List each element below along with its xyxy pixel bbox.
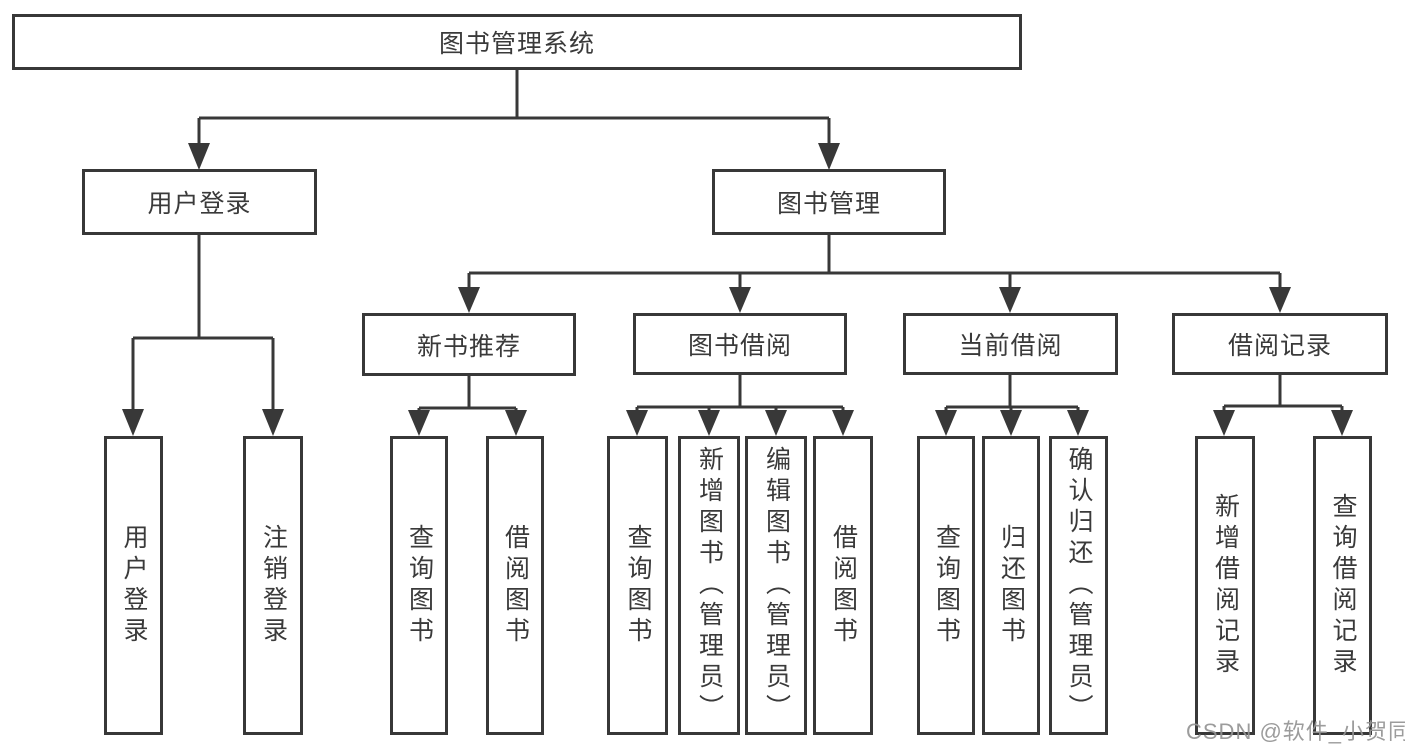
leaf-cb-query-books: 查询图书 xyxy=(917,436,975,735)
leaf-bb-borrow-books: 借阅图书 xyxy=(813,436,873,735)
leaf-nb-query-books-label: 查询图书 xyxy=(405,523,434,648)
leaf-bb-add-books-admin: 新增图书（管理员） xyxy=(678,436,740,735)
leaf-br-add-record-label: 新增借阅记录 xyxy=(1211,492,1240,679)
leaf-bb-borrow-books-label: 借阅图书 xyxy=(829,523,858,648)
leaf-br-query-record: 查询借阅记录 xyxy=(1313,436,1372,735)
connector-current-borrowing-to-leaves xyxy=(935,375,1089,436)
node-current-borrowing: 当前借阅 xyxy=(903,313,1118,375)
connector-new-book-recommend-to-leaves xyxy=(408,376,527,436)
csdn-watermark: CSDN @软件_小贺同学 xyxy=(1186,719,1405,744)
leaf-cb-return-books-label: 归还图书 xyxy=(997,523,1026,648)
leaf-bb-query-books-label: 查询图书 xyxy=(624,523,652,648)
connector-book-management-to-level3 xyxy=(458,235,1291,313)
node-book-management: 图书管理 xyxy=(712,169,946,235)
node-borrowing-records: 借阅记录 xyxy=(1172,313,1388,375)
node-borrowing-records-label: 借阅记录 xyxy=(1227,332,1332,360)
leaf-nb-query-books: 查询图书 xyxy=(390,436,448,735)
node-user-login-label: 用户登录 xyxy=(147,190,252,218)
leaf-bb-edit-books-admin: 编辑图书（管理员） xyxy=(745,436,807,735)
leaf-br-query-record-label: 查询借阅记录 xyxy=(1329,492,1357,679)
leaf-bb-add-books-admin-label: 新增图书（管理员） xyxy=(695,446,724,725)
leaf-cb-query-books-label: 查询图书 xyxy=(932,523,961,648)
leaf-logout: 注销登录 xyxy=(243,436,303,735)
connector-user-login-to-leaves xyxy=(122,235,284,436)
leaf-cb-return-books: 归还图书 xyxy=(982,436,1040,735)
leaf-cb-confirm-return-admin-label: 确认归还（管理员） xyxy=(1065,446,1093,725)
node-root-label: 图书管理系统 xyxy=(438,30,595,58)
connector-borrowing-records-to-leaves xyxy=(1213,375,1353,436)
node-book-borrowing: 图书借阅 xyxy=(633,313,847,375)
leaf-user-login: 用户登录 xyxy=(104,436,163,735)
connector-root-to-level2 xyxy=(188,70,840,170)
leaf-logout-label: 注销登录 xyxy=(259,523,288,648)
leaf-nb-borrow-books: 借阅图书 xyxy=(486,436,544,735)
leaf-nb-borrow-books-label: 借阅图书 xyxy=(501,523,530,648)
node-new-book-recommend: 新书推荐 xyxy=(362,313,576,376)
node-new-book-recommend-label: 新书推荐 xyxy=(416,332,521,361)
connector-book-borrowing-to-leaves xyxy=(626,375,854,436)
leaf-cb-confirm-return-admin: 确认归还（管理员） xyxy=(1049,436,1108,735)
node-book-borrowing-label: 图书借阅 xyxy=(687,332,792,360)
node-root: 图书管理系统 xyxy=(12,14,1022,70)
leaf-br-add-record: 新增借阅记录 xyxy=(1195,436,1255,735)
node-user-login: 用户登录 xyxy=(82,169,317,235)
node-current-borrowing-label: 当前借阅 xyxy=(958,332,1063,360)
node-book-management-label: 图书管理 xyxy=(776,190,881,218)
leaf-bb-edit-books-admin-label: 编辑图书（管理员） xyxy=(762,446,791,725)
leaf-bb-query-books: 查询图书 xyxy=(607,436,668,735)
leaf-user-login-label: 用户登录 xyxy=(120,523,148,648)
